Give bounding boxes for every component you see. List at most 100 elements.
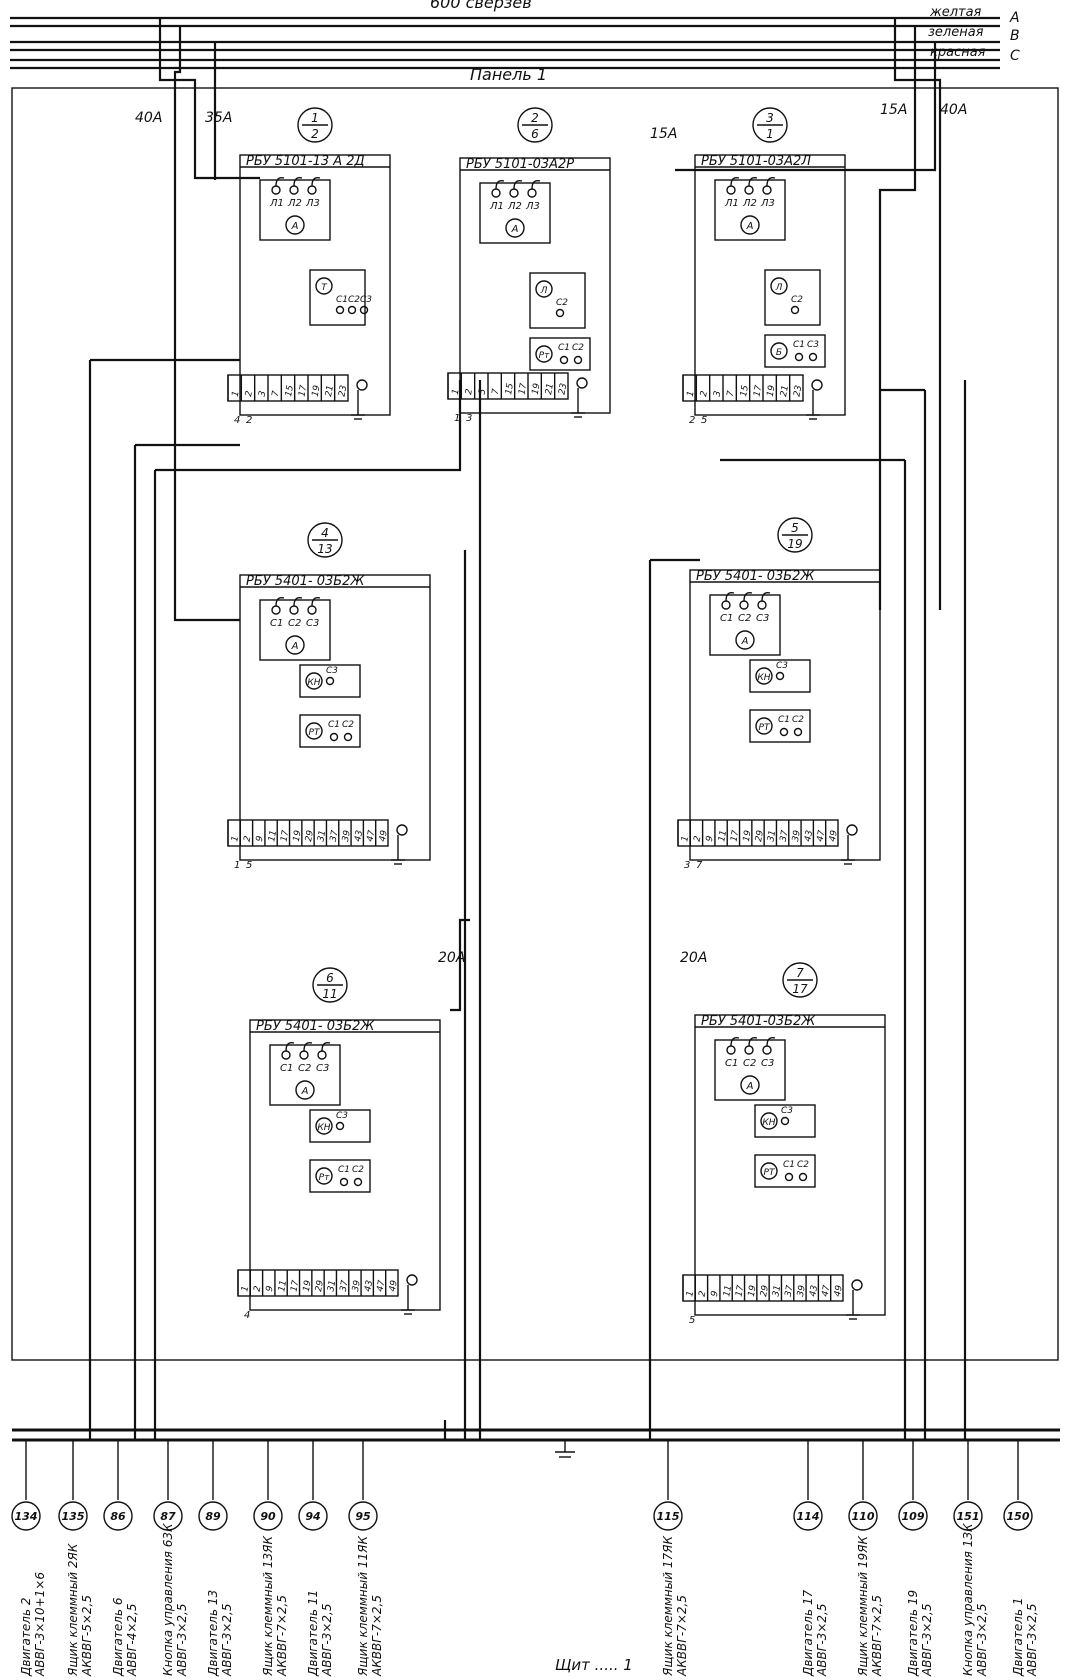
- cable-destination: Двигатель 19: [906, 1590, 920, 1677]
- aux-terminal-label: С2: [791, 295, 803, 305]
- terminal-number: 21: [324, 385, 336, 398]
- terminal-number: 37: [784, 1284, 796, 1297]
- terminal-dot: [527, 188, 537, 198]
- ammeter-symbol: A: [746, 221, 754, 232]
- cable-destination: Двигатель 17: [801, 1590, 815, 1677]
- terminal-lead: [743, 591, 753, 602]
- cable-destination: Ящик клеммный 19ЯК: [856, 1536, 870, 1677]
- ammeter-icon: [740, 215, 760, 235]
- terminal-number: 17: [279, 829, 291, 842]
- terminal-number: 39: [791, 829, 803, 842]
- cable-type: АВВГ-4×2,5: [125, 1604, 139, 1677]
- terminal-number: 49: [388, 1279, 400, 1292]
- terminal-number: 17: [734, 1284, 746, 1297]
- terminal-number: 3: [712, 390, 723, 398]
- terminal-number: 3: [257, 390, 268, 398]
- strip-mark: 1: [454, 413, 460, 424]
- aux-block: [309, 1109, 371, 1143]
- unit-frame: [239, 574, 431, 861]
- terminal-number: 47: [366, 829, 378, 842]
- ground-terminal: [846, 824, 858, 836]
- terminal-number: 2: [698, 1290, 709, 1298]
- terminal-dot: [559, 355, 569, 365]
- position-number: 5: [791, 521, 799, 535]
- terminal-number: 17: [517, 382, 529, 395]
- cable-number-circle: [298, 1501, 328, 1531]
- relay-symbol: КН: [757, 673, 770, 683]
- relay-symbol: Рт: [319, 1173, 330, 1183]
- terminal-dot: [289, 185, 299, 195]
- position-circle: [307, 522, 343, 558]
- fuse-label: 20A: [438, 950, 465, 966]
- meter-terminal-label: С1: [725, 1058, 738, 1069]
- terminal-lead: [761, 591, 771, 602]
- terminal-number: 31: [326, 1280, 338, 1293]
- terminal-number: 31: [766, 830, 778, 843]
- terminal-lead: [495, 179, 505, 190]
- cable-number-circle: [153, 1501, 183, 1531]
- terminal-number: 43: [353, 829, 365, 842]
- aux-block: [309, 1159, 371, 1193]
- ammeter-icon: [295, 1080, 315, 1100]
- ammeter-icon: [285, 215, 305, 235]
- position-circle: [297, 107, 333, 143]
- ground-terminal: [811, 379, 823, 391]
- terminal-dot: [798, 1172, 808, 1182]
- cable-number: 115: [657, 1510, 680, 1523]
- position-number: 2: [531, 111, 539, 125]
- terminal-dot: [744, 1045, 754, 1055]
- terminal-lead: [748, 1036, 758, 1047]
- terminal-number: 1: [231, 390, 242, 397]
- aux-terminal-label: С1: [783, 1160, 795, 1170]
- terminal-number: 19: [766, 384, 778, 397]
- terminal-number: 37: [339, 1279, 351, 1292]
- terminal-number: 29: [754, 829, 766, 842]
- aux-terminal-label: С2: [572, 343, 584, 353]
- busbars: [10, 16, 1000, 70]
- unit-model: РБУ 5101-03А2Л: [701, 154, 811, 169]
- terminal-number: 31: [316, 830, 328, 843]
- phase-labels: желтая A зеленая B красная C: [928, 5, 1020, 64]
- meter-terminal-label: Л1: [489, 201, 504, 212]
- meter-terminal-label: С3: [316, 1063, 329, 1074]
- terminal-number: 43: [363, 1279, 375, 1292]
- aux-terminal-label: С1: [778, 715, 790, 725]
- terminal-number: 9: [705, 835, 716, 843]
- aux-terminal-label: С2: [348, 295, 360, 305]
- position-circle: [312, 967, 348, 1003]
- terminal-dot: [335, 1121, 345, 1131]
- meter-terminal-label: С1: [280, 1063, 293, 1074]
- ground-terminal: [356, 379, 368, 391]
- position-sheet: 19: [787, 537, 802, 551]
- phase-a-color: желтая: [929, 5, 982, 20]
- terminal-number: 1: [685, 1290, 696, 1297]
- aux-block: [754, 1104, 816, 1138]
- terminal-number: 7: [271, 390, 282, 398]
- terminal-dot: [555, 308, 565, 318]
- terminal-dot: [353, 1177, 363, 1187]
- position-sheet: 11: [322, 987, 337, 1001]
- terminal-lead: [766, 176, 776, 187]
- terminal-number: 17: [729, 829, 741, 842]
- meter-terminal-label: С3: [756, 613, 769, 624]
- strip-mark: 4: [244, 1310, 250, 1321]
- fuse-labels: 40A 35A 15A 15A 40A 20A 20A: [135, 102, 967, 966]
- position-number: 1: [311, 111, 319, 125]
- aux-block: [749, 709, 811, 743]
- terminal-number: 19: [747, 1284, 759, 1297]
- relay-symbol: КН: [317, 1123, 330, 1133]
- cable-number-circle: [793, 1501, 823, 1531]
- cable-destination: Ящик клеммный 2ЯК: [66, 1543, 80, 1677]
- terminal-number: 47: [821, 1284, 833, 1297]
- terminal-lead: [285, 1041, 295, 1052]
- terminal-number: 9: [265, 1285, 276, 1293]
- terminal-number: 1: [680, 835, 691, 842]
- cable-number: 134: [15, 1510, 38, 1523]
